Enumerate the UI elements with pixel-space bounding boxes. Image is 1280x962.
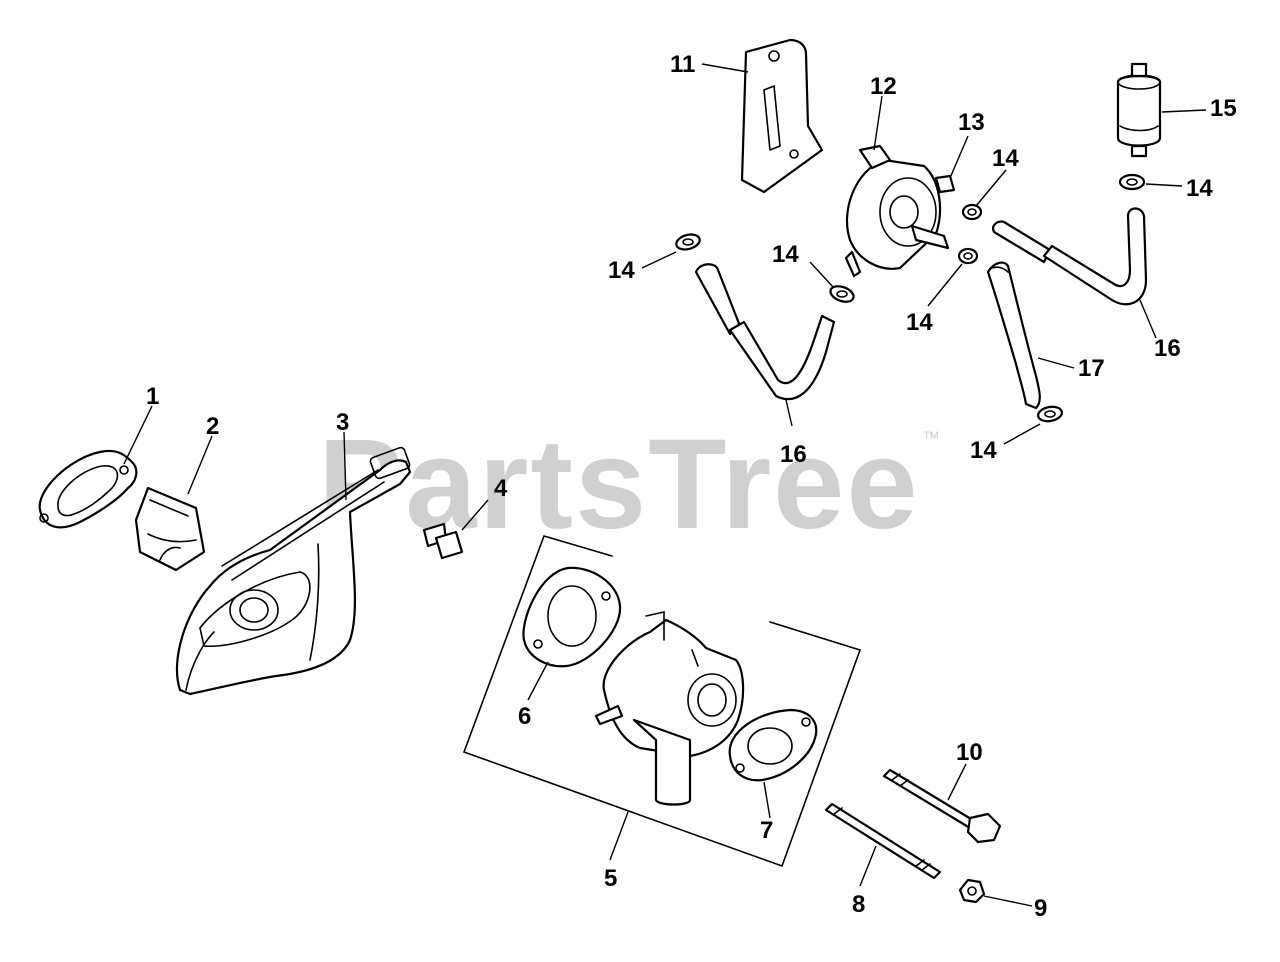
part-4-screw[interactable] (422, 522, 464, 560)
callout-14-pump-inlet-clamp: 14 (906, 309, 933, 336)
callout-10: 10 (956, 739, 983, 766)
part-14-clamp-f[interactable] (1037, 405, 1063, 423)
callout-14-upper-right-of-pump: 14 (992, 145, 1019, 172)
callout-14-lower-hose-clamp: 14 (970, 437, 997, 464)
part-16-fuel-hose-right[interactable] (992, 207, 1148, 306)
callout-6: 6 (518, 703, 531, 730)
part-14-clamp-d[interactable] (957, 247, 979, 265)
part-7-gasket[interactable] (728, 708, 818, 782)
part-14-clamp-c[interactable] (961, 203, 983, 221)
callout-1: 1 (146, 383, 159, 410)
part-14-clamp-e[interactable] (1118, 173, 1146, 191)
part-2-shield[interactable] (134, 486, 206, 572)
callout-5: 5 (604, 865, 617, 892)
watermark-text: PartsTree (318, 413, 920, 556)
callout-2: 2 (206, 413, 219, 440)
part-15-fuel-filter[interactable] (1116, 62, 1162, 158)
part-10-bolt[interactable] (882, 768, 1002, 844)
callout-13: 13 (958, 109, 985, 136)
callout-17: 17 (1078, 355, 1105, 382)
callout-9: 9 (1034, 895, 1047, 922)
callout-11: 11 (670, 51, 695, 78)
callout-14-left-hose-clamp: 14 (608, 257, 635, 284)
part-6-gasket[interactable] (522, 566, 622, 668)
part-14-clamp-b[interactable] (828, 283, 855, 304)
leader-lines (123, 63, 1207, 907)
part-11-bracket[interactable] (740, 38, 824, 194)
callout-4: 4 (494, 475, 508, 502)
part-12-fuel-pump[interactable] (844, 144, 950, 278)
callout-16-left: 16 (780, 441, 807, 468)
part-17-fuel-hose[interactable] (986, 261, 1041, 410)
part-8-stud[interactable] (824, 802, 942, 880)
callout-14-pump-outlet-clamp: 14 (772, 241, 799, 268)
part-9-nut[interactable] (958, 878, 986, 904)
callout-12: 12 (870, 73, 897, 100)
callout-14-filter-clamp: 14 (1186, 175, 1213, 202)
callout-15: 15 (1210, 95, 1237, 122)
callout-7: 7 (760, 817, 773, 844)
watermark-trademark: ™ (922, 428, 940, 448)
callout-3: 3 (336, 409, 349, 436)
part-3-air-cleaner-base[interactable] (175, 446, 412, 696)
part-13-screw[interactable] (934, 174, 956, 194)
carburetor-body[interactable] (594, 611, 745, 806)
callout-16-right: 16 (1154, 335, 1181, 362)
part-14-clamp-a[interactable] (675, 232, 702, 252)
part-5-carburetor-kit-frame (462, 535, 862, 868)
callout-8: 8 (852, 891, 865, 918)
part-16-fuel-hose-left[interactable] (694, 263, 836, 401)
part-1-gasket[interactable] (38, 449, 138, 529)
